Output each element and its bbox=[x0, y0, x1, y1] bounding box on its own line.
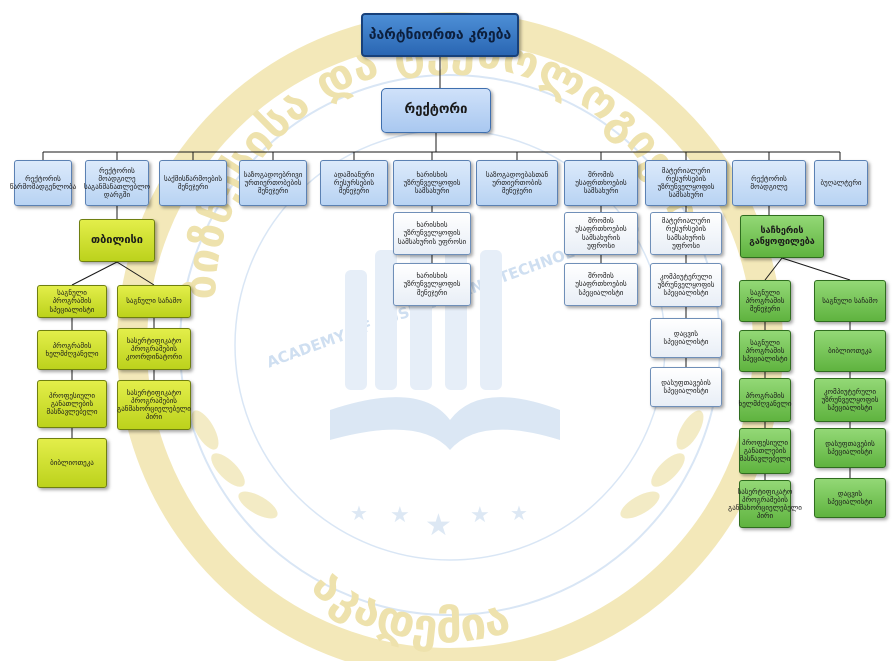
node-quality-manager: ხარისხის უზრუნველყოფის მენეჯერი bbox=[393, 263, 471, 306]
node-sa-training-hall: საგნული საჩამო bbox=[814, 280, 886, 322]
node-safety-specialist: შრომის უსაფრთხოების სპეციალისტი bbox=[564, 263, 638, 306]
node-tb-certificate-coordinator: სასერტიფიკატო პროგრამების კოორდინატორი bbox=[117, 328, 191, 370]
node-rector-representation: რექტორის წარმომადგენლობა bbox=[10, 160, 76, 206]
node-tb-library: ბიბლიოთეკა bbox=[37, 438, 107, 488]
node-community-relations-manager: საზოგადოებასთან ურთიერთობის მენეჯერი bbox=[476, 160, 558, 206]
node-hr-manager: ადამიანური რესურსების მენეჯერი bbox=[320, 160, 388, 206]
node-sa-security-specialist: დაცვის სპეციალისტი bbox=[814, 478, 886, 518]
node-occupational-safety-service: შრომის უსაფრთხოების სამსახური bbox=[564, 160, 638, 206]
svg-text:★: ★ bbox=[425, 508, 452, 543]
node-tbilisi: თბილისი bbox=[79, 219, 155, 262]
node-deputy-rector-education: რექტორის მოადგილე საგანმანათლებლო დარგში bbox=[84, 160, 150, 206]
node-quality-head: ხარისხის უზრუნველყოფის სამსახურის უფროსი bbox=[393, 212, 471, 255]
node-records-manager: საქმისწარმოების მენეჯერი bbox=[159, 160, 227, 206]
node-quality-assurance-service: ხარისხის უზრუნველყოფის სამსახური bbox=[393, 160, 471, 206]
node-rector: რექტორი bbox=[381, 88, 491, 133]
svg-text:★: ★ bbox=[350, 501, 368, 525]
svg-text:★: ★ bbox=[390, 503, 410, 528]
node-sa-certificate-implementer: სასერტიფიკატო პროგრამების განმახორციელებ… bbox=[728, 480, 802, 528]
laurel-icon bbox=[191, 410, 704, 519]
node-tb-training-hall: საგნული საჩამო bbox=[117, 285, 191, 318]
node-sa-it-specialist: კომპიუტერული უზრუნველყოფის სპეციალისტი bbox=[814, 378, 886, 422]
node-tb-vocational-teacher: პროფესიული განათლების მასწავლებელი bbox=[37, 380, 107, 428]
node-sa-library: ბიბლიოთეკა bbox=[814, 330, 886, 372]
star-icons: ★ ★ ★ ★ ★ bbox=[350, 501, 528, 543]
node-sa-program-specialist: საგნული პროგრამის სპეციალისტი bbox=[739, 330, 791, 372]
svg-text:★: ★ bbox=[510, 501, 528, 525]
node-material-security-specialist: დაცვის სპეციალისტი bbox=[650, 318, 722, 358]
node-accountant: ბუღალტერი bbox=[814, 160, 868, 206]
node-tb-program-head: პროგრამის ხელმძღვანელი bbox=[37, 330, 107, 370]
node-material-it-specialist: კომპიუტერული უზრუნველყოფის სპეციალისტი bbox=[650, 263, 722, 307]
node-safety-head: შრომის უსაფრთხოების სამსახურის უფროსი bbox=[564, 212, 638, 255]
node-sachkhere-branch: საჩხერის განყოფილება bbox=[740, 215, 824, 258]
svg-text:★: ★ bbox=[470, 503, 490, 528]
node-tb-program-specialist: საგნული პროგრამის სპეციალისტი bbox=[37, 285, 107, 318]
node-material-head: მატერიალური რესურსების სამსახურის უფროსი bbox=[650, 212, 722, 255]
node-public-relations-manager: საზოგადოებრივი ურთიერთობების მენეჯერი bbox=[239, 160, 307, 206]
node-sa-vocational-teacher: პროფესიული განათლების მასწავლებელი bbox=[739, 428, 791, 474]
node-partners-board: პარტნიორთა კრება bbox=[361, 13, 519, 57]
node-sa-cleaning-specialist: დასუფთავების სპეციალისტი bbox=[814, 428, 886, 468]
node-material-cleaning-specialist: დასუფთავების სპეციალისტი bbox=[650, 367, 722, 407]
node-sa-program-manager: საგნული პროგრამის მენეჯერი bbox=[739, 280, 791, 322]
node-material-resources-service: მატერიალური რესურსების უზრუნველყოფის სამ… bbox=[645, 160, 727, 206]
node-sa-program-head: პროგრამის ხელმძღვანელი bbox=[739, 378, 791, 422]
node-tb-certificate-implementer: სასერტიფიკატო პროგრამების განმახორციელებ… bbox=[117, 380, 191, 430]
node-deputy-rector: რექტორის მოადგილე bbox=[732, 160, 806, 206]
